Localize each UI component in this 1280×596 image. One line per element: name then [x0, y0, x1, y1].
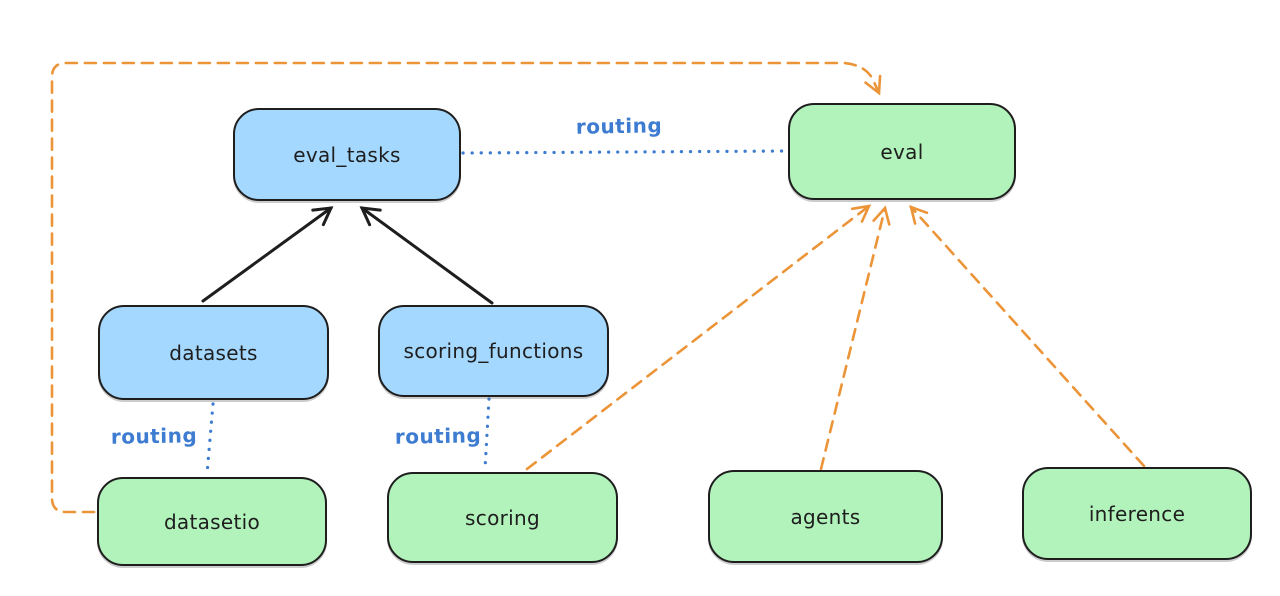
node-eval-tasks-label: eval_tasks [293, 142, 401, 167]
node-datasetio: datasetio [97, 477, 327, 566]
edge-eval-tasks-to-eval [461, 149, 787, 155]
node-datasets: datasets [98, 305, 329, 400]
edge-scoring-to-eval [525, 204, 872, 471]
edge-inference-to-eval [909, 204, 1146, 468]
node-scoring-functions: scoring_functions [378, 305, 609, 397]
edge-agents-to-eval [819, 205, 891, 471]
node-scoring: scoring [387, 472, 618, 563]
edge-datasetio-to-eval [50, 61, 882, 514]
node-datasets-label: datasets [169, 340, 258, 365]
edge-scoring-functions-to-scoring [483, 397, 491, 471]
edge-scoring-functions-to-eval-tasks [359, 206, 494, 305]
edge-label-routing-datasets-datasetio: routing [110, 423, 198, 449]
node-scoring-label: scoring [465, 505, 540, 530]
node-inference: inference [1022, 467, 1252, 560]
edge-datasets-to-datasetio [205, 402, 215, 476]
node-eval-label: eval [880, 139, 924, 164]
node-agents: agents [708, 470, 943, 563]
node-eval-tasks: eval_tasks [233, 108, 461, 201]
edge-datasets-to-eval-tasks [201, 206, 334, 303]
node-eval: eval [788, 103, 1016, 200]
edge-label-routing-eval-tasks-eval: routing [575, 113, 663, 139]
node-datasetio-label: datasetio [163, 509, 261, 534]
node-inference-label: inference [1088, 501, 1186, 526]
edge-label-routing-scoring-functions-scoring: routing [394, 423, 482, 449]
node-agents-label: agents [790, 504, 861, 529]
node-scoring-functions-label: scoring_functions [403, 339, 584, 363]
